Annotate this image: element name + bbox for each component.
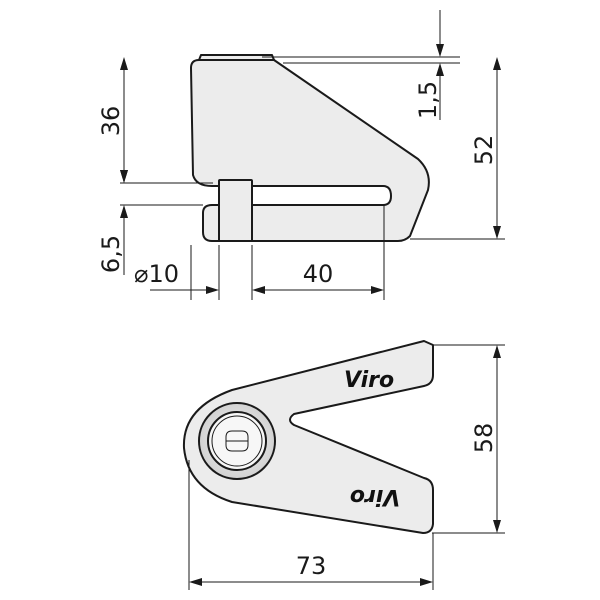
dimension-top-height: 58 (470, 345, 501, 533)
dim-label-52: 52 (470, 135, 498, 166)
dimension-pin-offset: 1,5 (414, 10, 444, 120)
dimension-top-width: 73 (189, 552, 433, 586)
dimension-pin-diameter: ⌀10 (134, 260, 265, 294)
top-view: Viro Viro 58 73 (182, 340, 505, 590)
lock-body-top (182, 340, 434, 534)
dim-label-1-5: 1,5 (414, 81, 442, 119)
keyhole-icon (225, 430, 249, 452)
dimension-slot-width: 6,5 (97, 150, 128, 275)
dim-label-diameter-10: ⌀10 (134, 260, 179, 288)
brand-logo-top: Viro (344, 368, 394, 393)
dim-label-73: 73 (296, 552, 327, 580)
dimension-total-height: 52 (470, 57, 501, 239)
dim-label-40: 40 (303, 260, 334, 288)
lock-body-side (190, 59, 430, 242)
lock-barrel-core (211, 415, 263, 467)
brand-logo-bottom: Viro (350, 484, 400, 509)
locking-pin (218, 179, 253, 242)
side-view: 52 36 1,5 6,5 (97, 10, 505, 300)
dim-label-36: 36 (97, 106, 125, 137)
dim-label-6-5: 6,5 (97, 235, 125, 273)
dimension-upper-height: 36 (97, 57, 128, 183)
dim-label-58: 58 (470, 423, 498, 454)
dimension-slot-depth: 40 (259, 260, 384, 294)
